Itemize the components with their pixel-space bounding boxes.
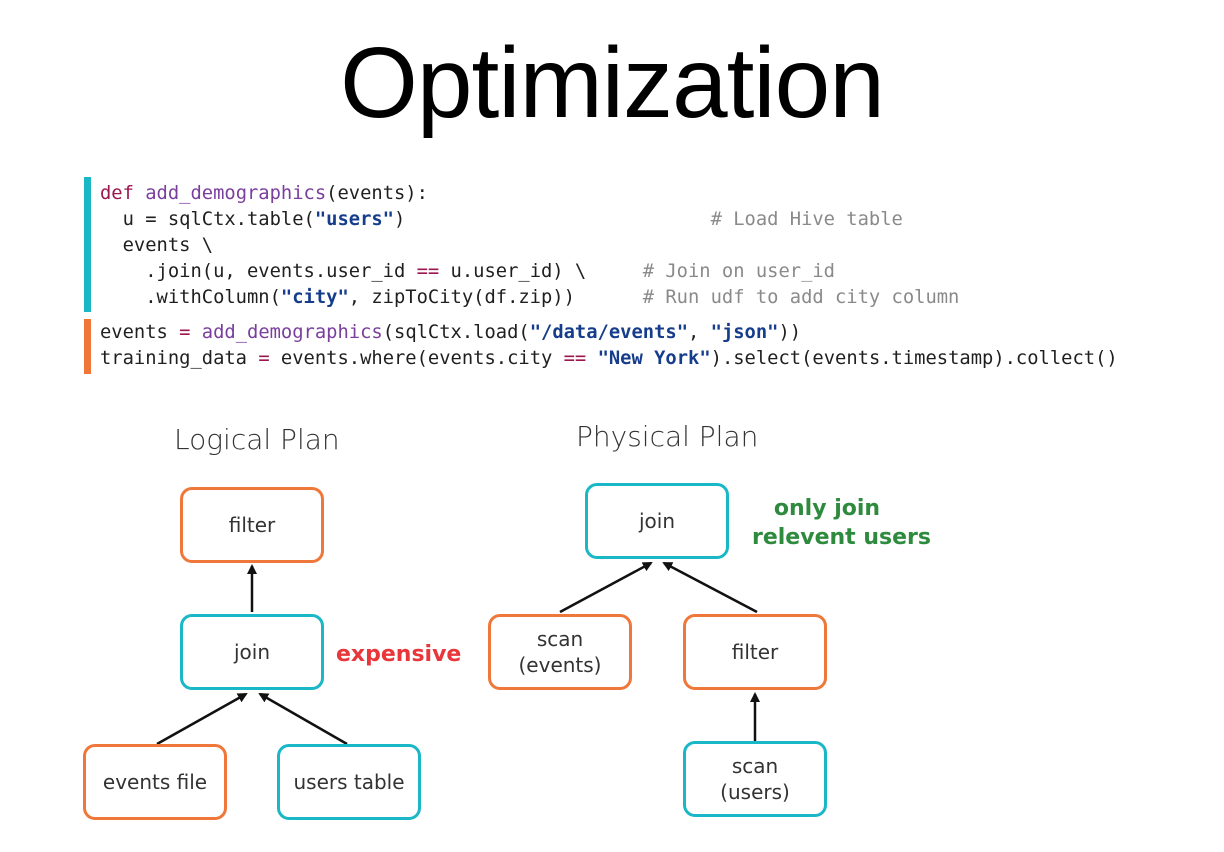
code-token: events (100, 322, 180, 343)
code-token: == (563, 348, 587, 369)
edge-scanevents-to-join (559, 561, 653, 614)
code-token: (events): (326, 183, 428, 204)
slide-title: Optimization (340, 27, 885, 139)
code-token: "New York" (597, 348, 711, 369)
code-token: # Load Hive table (710, 209, 903, 230)
code-token: events \ (100, 235, 214, 256)
code-token: , (688, 322, 711, 343)
expensive-annotation: expensive (336, 642, 462, 667)
code-token: .withColumn( (100, 287, 281, 308)
code-token: # Run udf to add city column (642, 287, 960, 308)
code-line: u = sqlCtx.table("users") # Load Hive ta… (100, 207, 903, 233)
physical-filter-label: filter (731, 640, 779, 664)
physical-plan-title: Physical Plan (576, 420, 759, 453)
physical-join-node: join (585, 483, 729, 559)
scan-users-node: scan (users) (683, 741, 827, 817)
edge-filter-to-join (662, 561, 758, 614)
scan-users-label-line2: (users) (720, 780, 790, 804)
code-token: def (100, 183, 146, 204)
code-bar-orange (84, 319, 91, 374)
edge-eventsfile-to-join (156, 692, 248, 746)
edge-userstable-to-join (258, 692, 348, 746)
code-token: "json" (710, 322, 779, 343)
logical-join-label: join (233, 640, 271, 664)
code-token: "users" (314, 209, 394, 230)
events-file-node: events file (83, 744, 227, 820)
physical-join-label: join (638, 509, 676, 533)
logical-filter-node: filter (180, 487, 324, 563)
scan-events-node: scan (events) (488, 614, 632, 690)
code-line: .withColumn("city", zipToCity(df.zip)) #… (100, 285, 959, 311)
physical-filter-node: filter (683, 614, 827, 690)
code-token: u = sqlCtx.table( (100, 209, 315, 230)
code-token: training_data (100, 348, 259, 369)
code-token: u.user_id) \ (439, 261, 643, 282)
code-line: events = add_demographics(sqlCtx.load("/… (100, 320, 801, 346)
code-token: events.where(events.city (269, 348, 564, 369)
code-token: add_demographics (145, 183, 327, 204)
code-token: == (416, 261, 440, 282)
code-line: events \ (100, 233, 213, 259)
code-token: add_demographics (201, 322, 383, 343)
logical-join-node: join (180, 614, 324, 690)
code-token: "city" (280, 287, 349, 308)
code-token: "/data/events" (529, 322, 689, 343)
logical-plan-title: Logical Plan (174, 423, 340, 456)
code-token: , zipToCity(df.zip)) (348, 287, 643, 308)
scan-users-label-line1: scan (731, 754, 779, 778)
code-line: .join(u, events.user_id == u.user_id) \ … (100, 259, 835, 285)
events-file-label: events file (102, 770, 208, 794)
only-join-annotation: only join relevent users (752, 494, 931, 552)
only-join-annotation-line1: only join (773, 496, 881, 521)
code-token: = (179, 322, 191, 343)
only-join-annotation-line2: relevent users (752, 525, 931, 550)
code-line: def add_demographics(events): (100, 181, 428, 207)
scan-events-label-line1: scan (536, 627, 584, 651)
code-token: )) (778, 322, 802, 343)
code-token: (sqlCtx.load( (382, 322, 530, 343)
scan-events-label-line2: (events) (518, 653, 602, 677)
code-token: = (258, 348, 270, 369)
users-table-label: users table (293, 770, 405, 794)
users-table-node: users table (277, 744, 421, 820)
code-token: # Join on user_id (642, 261, 835, 282)
code-line: training_data = events.where(events.city… (100, 346, 1118, 372)
logical-filter-label: filter (228, 513, 276, 537)
code-bar-teal (84, 177, 91, 312)
code-token: ) (394, 209, 711, 230)
code-token: ).select(events.timestamp).collect() (710, 348, 1118, 369)
code-token: .join(u, events.user_id (100, 261, 417, 282)
